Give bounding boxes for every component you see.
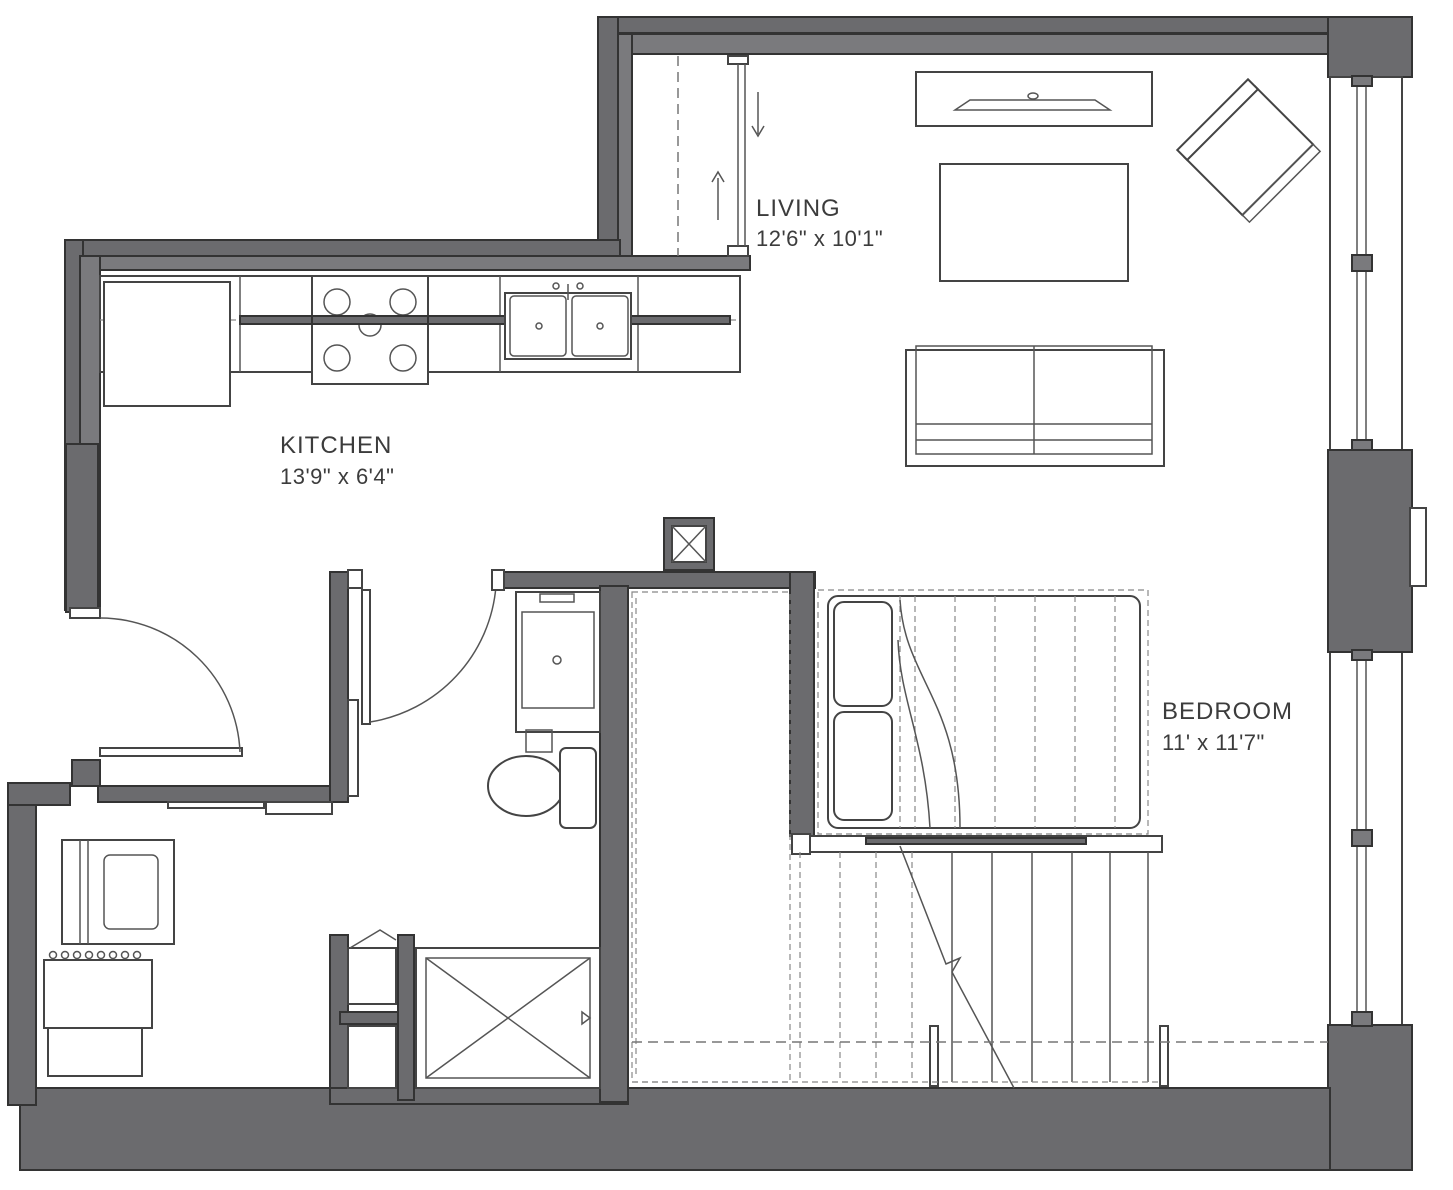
- washer-icon: [61, 839, 175, 945]
- coffee-table: [939, 163, 1129, 282]
- refrigerator-icon: [103, 281, 231, 407]
- armchair-icon: [1175, 77, 1322, 224]
- vanity-icon: [515, 591, 601, 753]
- living-label: LIVING: [756, 195, 841, 222]
- sofa-icon: [905, 345, 1165, 467]
- tv-icon: [915, 71, 1153, 127]
- closet: [347, 929, 397, 1089]
- kitchen-size: 13'9" x 6'4": [280, 464, 394, 489]
- bedroom-closet: [631, 591, 791, 1083]
- bedroom-size: 11' x 11'7": [1162, 730, 1265, 755]
- kitchen-label: KITCHEN: [280, 432, 392, 459]
- bedroom-label: BEDROOM: [1162, 698, 1293, 725]
- sliding-door: [677, 55, 765, 257]
- living-size: 12'6" x 10'1": [756, 226, 883, 251]
- shower-icon: [415, 947, 601, 1089]
- bath-door: [347, 569, 505, 797]
- entry-door: [65, 443, 243, 757]
- walls: [7, 16, 1427, 1171]
- vent-icon: [663, 517, 715, 571]
- bedroom-partition: [632, 833, 1328, 1089]
- window-mullions: [1351, 75, 1373, 1027]
- bed-icon: [817, 589, 1149, 835]
- laundry-pocket-door: [167, 801, 333, 815]
- dryer-icon: [43, 950, 153, 1077]
- sink-icon: [504, 282, 632, 360]
- range-icon: [311, 275, 429, 385]
- toilet-icon: [487, 747, 597, 829]
